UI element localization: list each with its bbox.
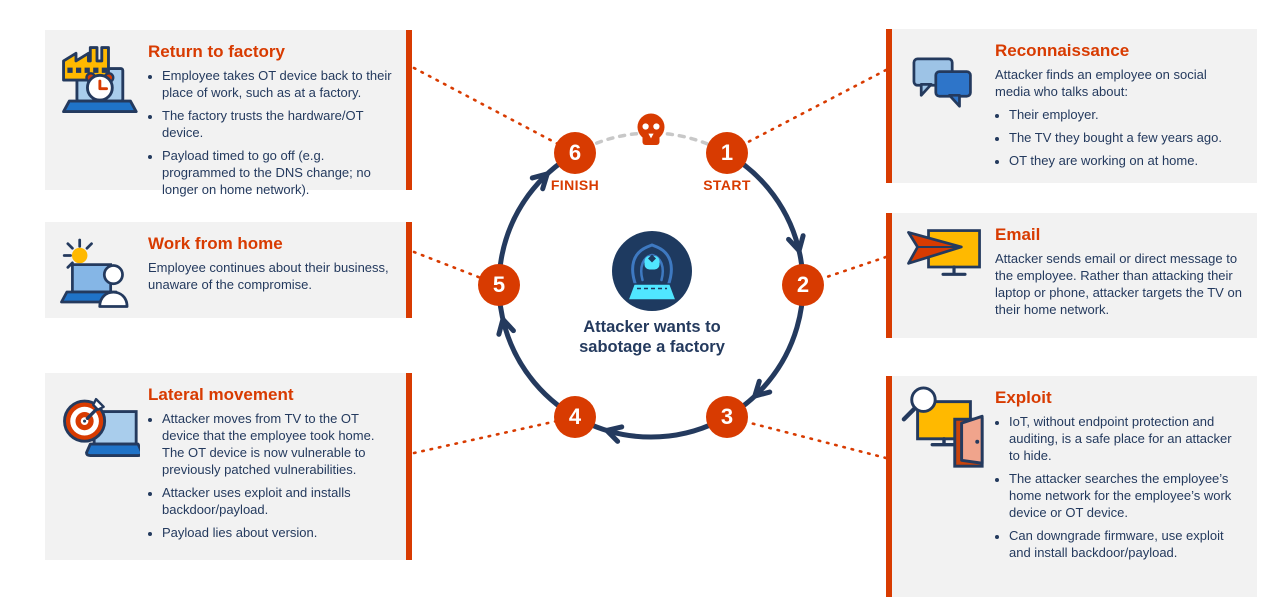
start-label: START bbox=[703, 177, 751, 193]
center-title-line2: sabotage a factory bbox=[579, 338, 725, 356]
center-title: Attacker wants to sabotage a factory bbox=[528, 317, 776, 357]
connector-exploit bbox=[725, 415, 888, 460]
bullet: Payload timed to go off (e.g. programmed… bbox=[162, 147, 392, 198]
step-circle-1: 1 bbox=[706, 132, 748, 174]
arrowhead-to-step-3 bbox=[752, 378, 773, 399]
step-number: 4 bbox=[568, 404, 582, 429]
step-number: 3 bbox=[720, 404, 734, 429]
card-bullets: Employee takes OT device back to their p… bbox=[148, 67, 392, 198]
card-title: Email bbox=[995, 225, 1041, 244]
bullet: Attacker uses exploit and installs backd… bbox=[162, 484, 392, 518]
card-bullets: Their employer. The TV they bought a few… bbox=[995, 106, 1243, 169]
arrowhead-to-step-6 bbox=[529, 171, 550, 192]
arrowhead-to-step-4 bbox=[604, 424, 625, 444]
connector-lateral-movement bbox=[412, 415, 577, 455]
card-return-to-factory: Return to factory Employee takes OT devi… bbox=[45, 30, 412, 197]
card-title: Work from home bbox=[148, 234, 283, 253]
connector-email bbox=[801, 255, 888, 287]
bullet: Their employer. bbox=[1009, 106, 1243, 123]
step-number: 6 bbox=[568, 140, 582, 165]
paper-plane-tv-icon bbox=[892, 213, 995, 293]
skull-icon bbox=[637, 113, 665, 145]
step-circle-2: 2 bbox=[782, 264, 824, 306]
card-reconnaissance: Reconnaissance Attacker finds an employe… bbox=[886, 29, 1257, 183]
bullet: Employee takes OT device back to their p… bbox=[162, 67, 392, 101]
connector-return-to-factory bbox=[412, 66, 577, 155]
card-title: Exploit bbox=[995, 388, 1052, 407]
arrowhead-to-step-2 bbox=[786, 233, 806, 254]
card-body: Attacker sends email or direct message t… bbox=[995, 251, 1242, 317]
bullet: Attacker moves from TV to the OT device … bbox=[162, 410, 392, 478]
card-exploit: Exploit IoT, without endpoint protection… bbox=[886, 376, 1257, 597]
magnifier-monitor-door-icon bbox=[892, 376, 995, 476]
step-number: 1 bbox=[720, 140, 734, 165]
attacker-badge bbox=[612, 231, 692, 311]
card-title: Reconnaissance bbox=[995, 41, 1130, 60]
card-title: Return to factory bbox=[148, 42, 285, 61]
step-circle-5: 5 bbox=[478, 264, 520, 306]
card-title: Lateral movement bbox=[148, 385, 294, 404]
bullet: OT they are working on at home. bbox=[1009, 152, 1243, 169]
bullet: The attacker searches the employee’s hom… bbox=[1009, 470, 1243, 521]
step-circle-4: 4 bbox=[554, 396, 596, 438]
finish-label: FINISH bbox=[550, 177, 600, 193]
arrowhead-to-step-5 bbox=[496, 316, 516, 337]
target-laptop-icon bbox=[45, 373, 148, 467]
hooded-attacker-icon bbox=[612, 231, 692, 311]
card-email: Email Attacker sends email or direct mes… bbox=[886, 213, 1257, 338]
step-number: 2 bbox=[796, 272, 810, 297]
bullet: Payload lies about version. bbox=[162, 524, 392, 541]
bullet: Can downgrade firmware, use exploit and … bbox=[1009, 527, 1243, 561]
chat-bubbles-icon bbox=[892, 29, 995, 119]
card-bullets: IoT, without endpoint protection and aud… bbox=[995, 413, 1243, 561]
center-title-line1: Attacker wants to bbox=[583, 318, 721, 336]
card-body: Employee continues about their business,… bbox=[148, 260, 389, 292]
connector-reconnaissance bbox=[725, 68, 888, 155]
card-lateral-movement: Lateral movement Attacker moves from TV … bbox=[45, 373, 412, 560]
step-number: 5 bbox=[492, 272, 506, 297]
card-bullets: Attacker moves from TV to the OT device … bbox=[148, 410, 392, 541]
step-circle-6: 6 bbox=[554, 132, 596, 174]
sun-laptop-person-icon bbox=[45, 222, 148, 312]
step-circle-3: 3 bbox=[706, 396, 748, 438]
card-work-from-home: Work from home Employee continues about … bbox=[45, 222, 412, 318]
factory-clock-laptop-icon bbox=[45, 30, 148, 124]
bullet: The factory trusts the hardware/OT devic… bbox=[162, 107, 392, 141]
bullet: The TV they bought a few years ago. bbox=[1009, 129, 1243, 146]
bullet: IoT, without endpoint protection and aud… bbox=[1009, 413, 1243, 464]
card-intro: Attacker finds an employee on social med… bbox=[995, 67, 1207, 99]
